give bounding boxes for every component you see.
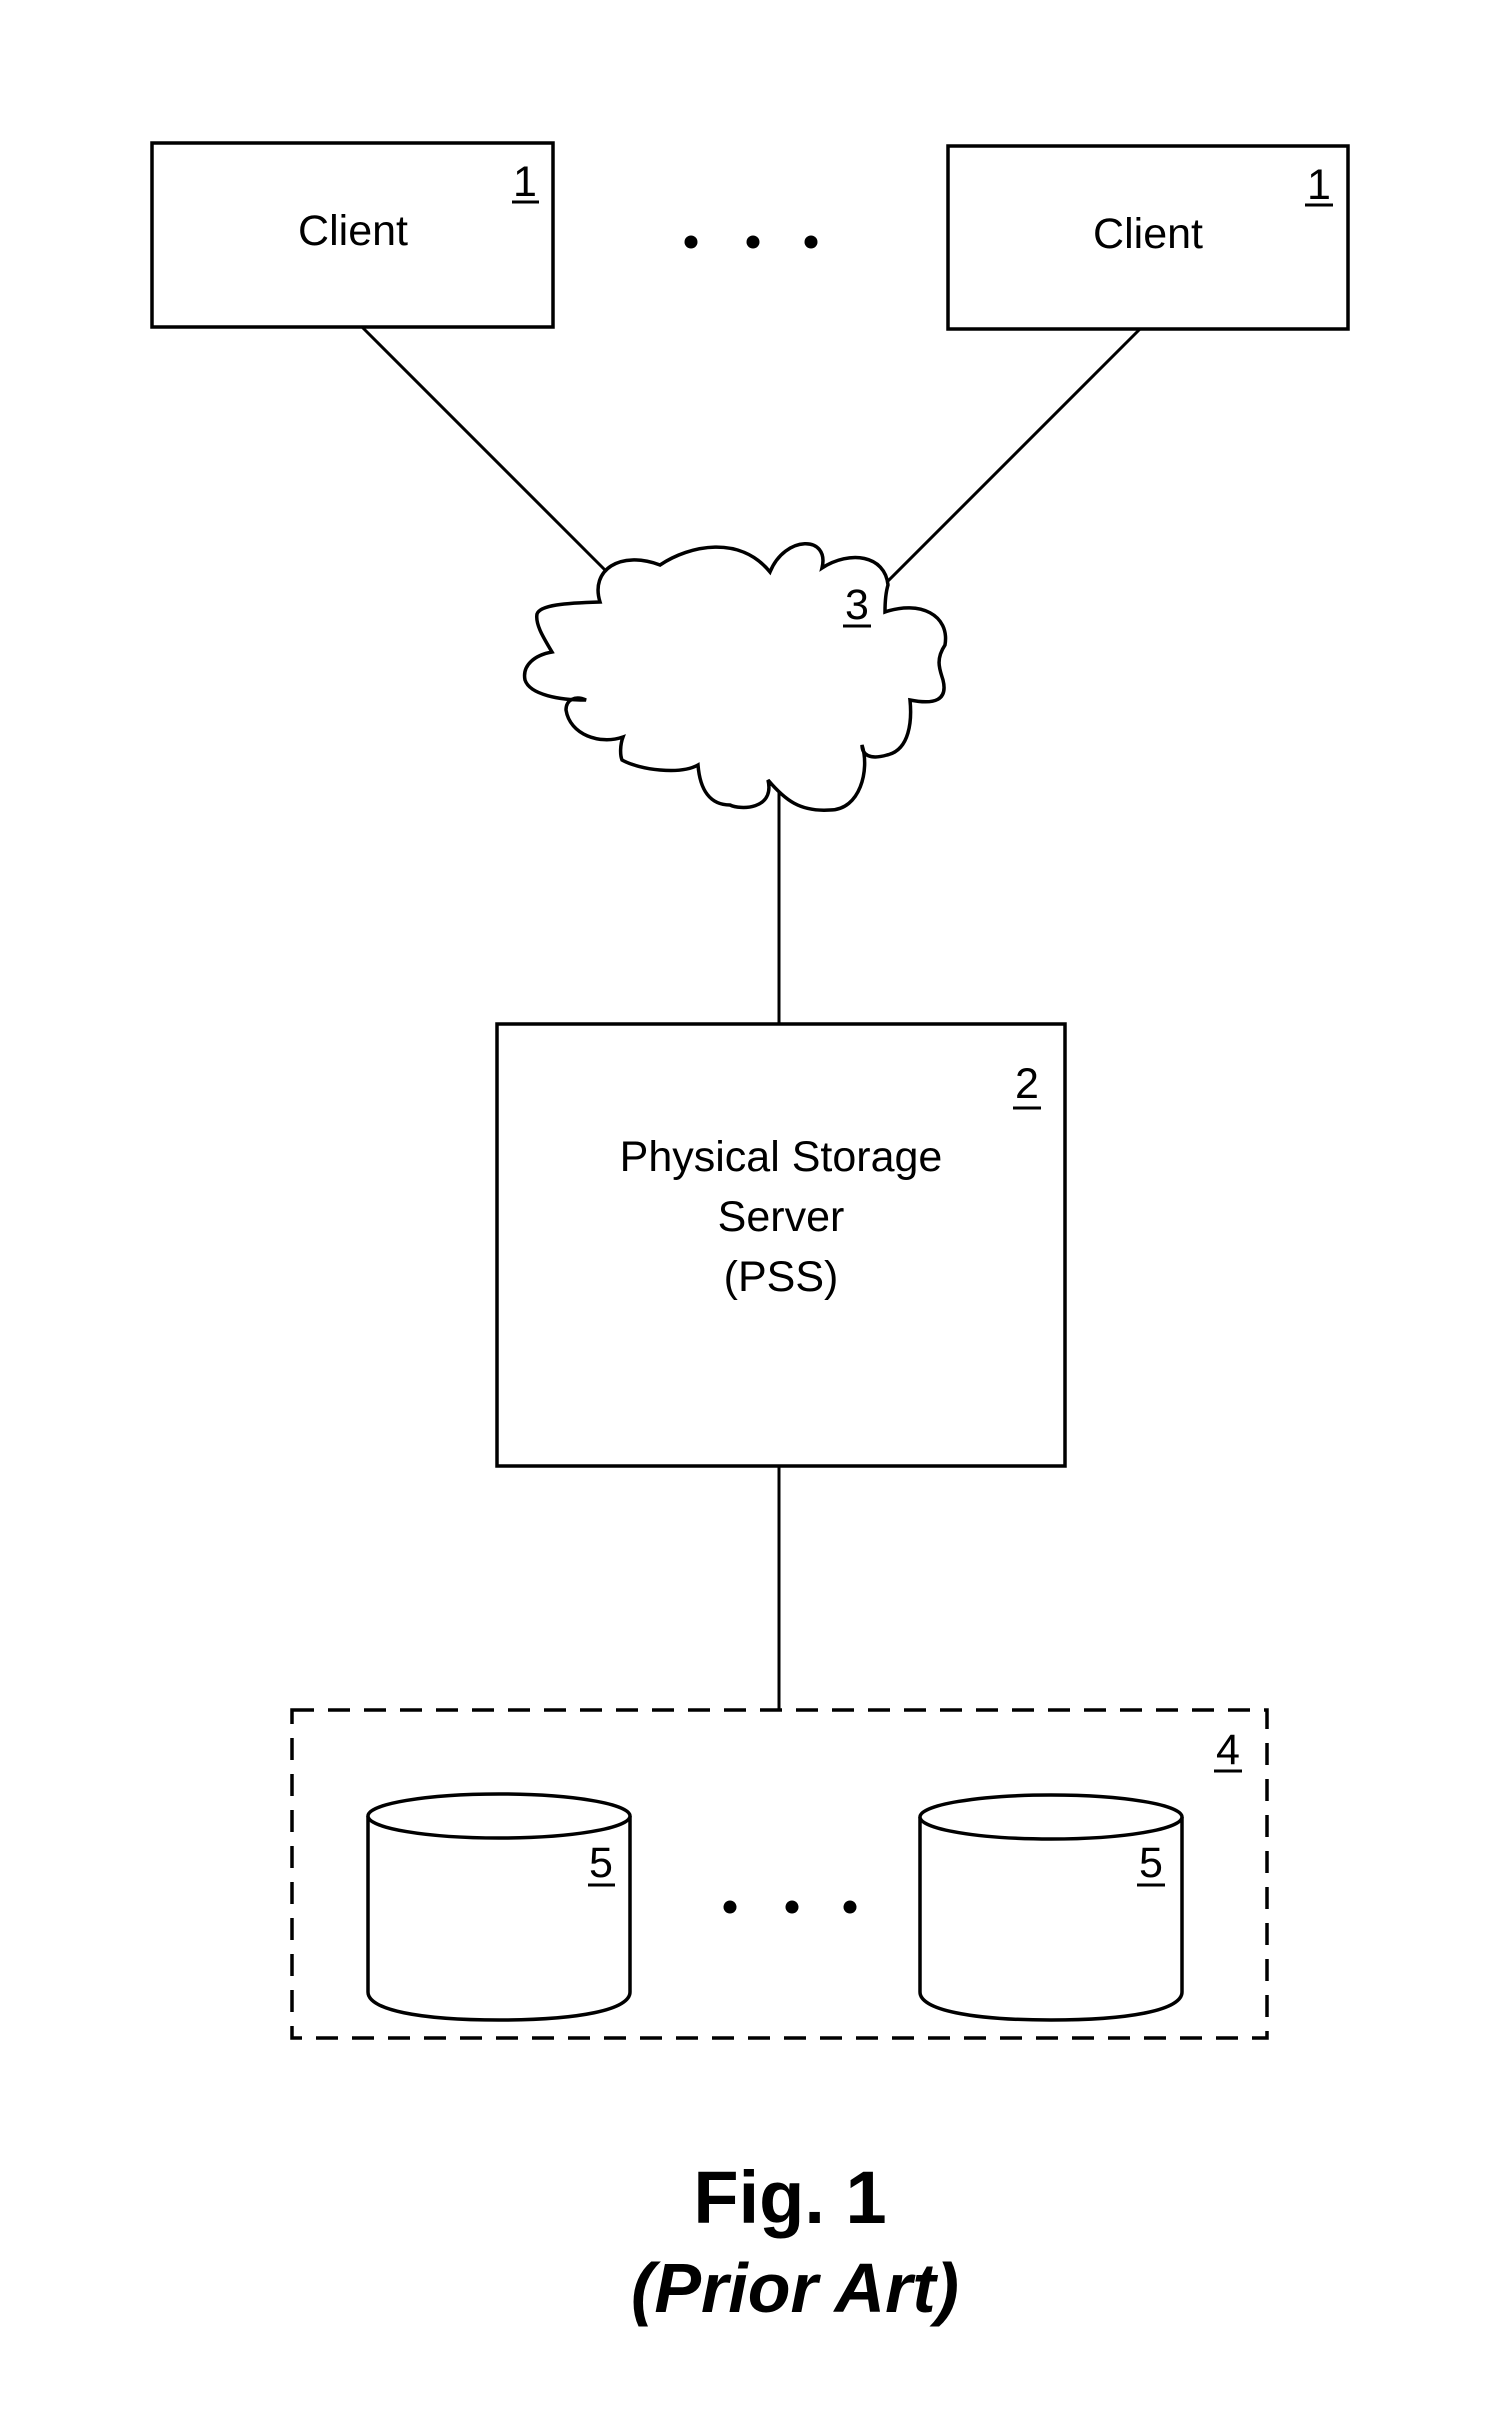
client-node-left: Client 1 bbox=[152, 143, 553, 327]
client-label: Client bbox=[298, 207, 408, 255]
server-label-line1: Physical Storage bbox=[620, 1133, 943, 1181]
network-cloud: 3 bbox=[525, 544, 946, 810]
server-label-line2: Server bbox=[718, 1193, 845, 1241]
ellipsis-dot bbox=[786, 1901, 799, 1914]
disk-top bbox=[368, 1794, 630, 1838]
disks-ellipsis bbox=[724, 1901, 857, 1914]
disk-ref: 5 bbox=[1139, 1839, 1163, 1887]
server-ref: 2 bbox=[1015, 1060, 1039, 1108]
figure-title: Fig. 1 bbox=[693, 2156, 886, 2239]
disk-left: 5 bbox=[368, 1794, 630, 2020]
ellipsis-dot bbox=[724, 1901, 737, 1914]
disk-top bbox=[920, 1795, 1182, 1839]
client-label: Client bbox=[1093, 210, 1203, 258]
physical-storage-server: Physical Storage Server (PSS) 2 bbox=[497, 1024, 1065, 1466]
clients-ellipsis bbox=[685, 236, 818, 249]
ellipsis-dot bbox=[805, 236, 818, 249]
edge-client-left-network bbox=[362, 327, 605, 570]
server-box bbox=[497, 1024, 1065, 1466]
disk-right: 5 bbox=[920, 1795, 1182, 2020]
client-ref: 1 bbox=[1307, 161, 1331, 209]
ellipsis-dot bbox=[685, 236, 698, 249]
client-ref: 1 bbox=[513, 158, 537, 206]
cloud-icon bbox=[525, 544, 946, 810]
figure-subtitle: (Prior Art) bbox=[631, 2249, 959, 2327]
ellipsis-dot bbox=[844, 1901, 857, 1914]
network-ref: 3 bbox=[845, 581, 869, 629]
storage-array-ref: 4 bbox=[1216, 1726, 1240, 1774]
ellipsis-dot bbox=[747, 236, 760, 249]
disk-ref: 5 bbox=[589, 1839, 613, 1887]
edge-client-right-network bbox=[887, 329, 1140, 582]
client-node-right: Client 1 bbox=[948, 146, 1348, 329]
server-label-line3: (PSS) bbox=[724, 1253, 839, 1301]
